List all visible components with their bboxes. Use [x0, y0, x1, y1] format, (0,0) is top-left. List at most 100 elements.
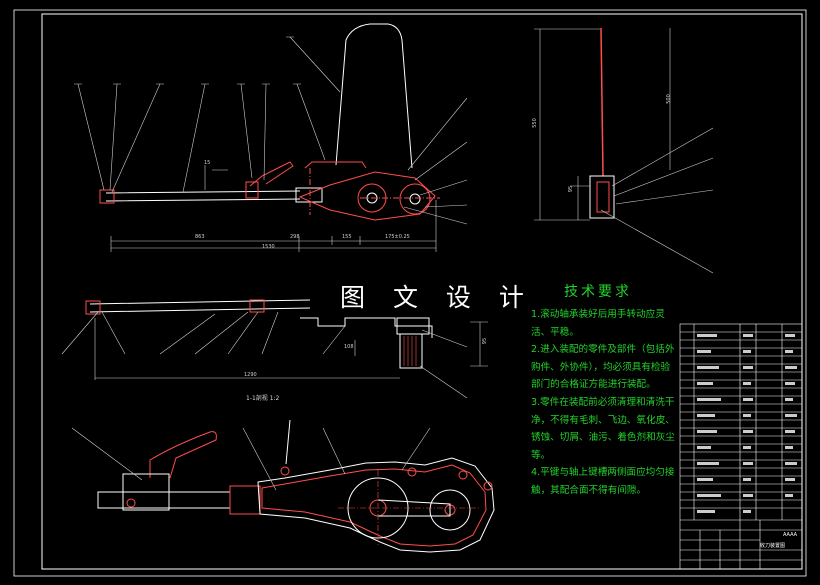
drawing-line [743, 478, 751, 481]
tech-requirement-item: 4.平键与轴上键槽两侧面应均匀接触，其配合面不得有间隙。 [531, 467, 675, 496]
dim-side-rod: 500 [665, 94, 672, 104]
top-motor-fins [403, 336, 417, 366]
drawing-line [743, 462, 753, 465]
drawing-line [785, 398, 793, 401]
drawing-line [697, 494, 721, 497]
dim-line-front [110, 200, 437, 252]
dim-top-overall: 1290 [244, 372, 257, 378]
title-block-drawing-name: 收刀装置图 [760, 543, 786, 549]
drawing-line [697, 478, 713, 481]
section-center-lines [338, 470, 480, 546]
clamp-handle [149, 431, 217, 479]
drawing-line [785, 462, 797, 465]
rod-guide-1 [245, 181, 259, 199]
dim-side-height: 550 [531, 118, 538, 128]
housing-inner [261, 464, 487, 547]
drawing-line [743, 334, 753, 337]
tech-requirement-item: 3.零件在装配前必须清理和清洗干净，不得有毛刺、飞边、氧化皮、锈蚀、切屑、油污、… [531, 396, 675, 461]
side-rod [600, 27, 604, 177]
drawing-line [785, 494, 793, 497]
title-block-lower [680, 520, 802, 569]
drawing-line [743, 366, 753, 369]
drawing-line [697, 446, 711, 449]
tech-requirement-item: 1.滚动轴承装好后用手转动应灵活、平稳。 [531, 309, 665, 338]
hand-lever [249, 161, 294, 187]
drawing-line [785, 366, 797, 369]
side-bearing-inner [596, 181, 610, 213]
drawing-line [743, 414, 751, 417]
drive-pulley [399, 183, 431, 215]
drawing-line [785, 414, 797, 417]
drawing-line [697, 510, 715, 513]
section-rod [97, 491, 231, 509]
section-leaders [71, 427, 431, 491]
rod-coupling [295, 187, 323, 203]
drawing-line [697, 414, 715, 417]
top-view [61, 299, 488, 399]
leaders-front [77, 36, 468, 225]
tech-requirement-item: 2.进入装配的零件及部件（包括外购件、外协件），均必须具有检验部门的合格证方能进… [531, 344, 675, 391]
wire-upright [285, 419, 291, 465]
tech-requirements-list: 1.滚动轴承装好后用手转动应灵活、平稳。 2.进入装配的零件及部件（包括外购件、… [531, 306, 677, 500]
drawing-line [743, 494, 753, 497]
watermark: 图 文 设 计 [340, 283, 534, 312]
dim-front-a: 863 [195, 234, 205, 240]
title-block [679, 323, 803, 570]
drawing-line [785, 446, 793, 449]
housing-bolt-4 [483, 481, 493, 491]
dim-front-c: 155 [342, 234, 352, 240]
leader-ticks-front [74, 36, 301, 85]
inner-border [41, 13, 803, 570]
dim-small-front [204, 165, 228, 190]
side-dims [534, 28, 671, 221]
title-block-part-name: AAAA [783, 532, 798, 538]
side-leaders [600, 127, 714, 274]
side-view [534, 27, 714, 274]
drawing-line [743, 430, 753, 433]
clamp-bolt [126, 498, 136, 508]
dim-front-overall: 1530 [262, 244, 275, 250]
drawing-line [743, 446, 751, 449]
crank-link [377, 499, 451, 517]
section-label: 1-1剖视 1:2 [246, 395, 280, 402]
top-rod-end [85, 300, 101, 315]
drawing-line [743, 510, 751, 513]
section-view [71, 419, 495, 553]
top-leaders [61, 311, 468, 399]
dim-front-b: 298 [290, 234, 300, 240]
drawing-line [697, 398, 721, 401]
drawing-line [697, 462, 719, 465]
drive-pulley-hub [409, 193, 421, 205]
bracket-top [304, 161, 367, 169]
top-motor [399, 333, 423, 369]
housing-bolt-1 [280, 466, 290, 476]
housing-bolt-3 [458, 470, 468, 480]
drive-disk [429, 489, 471, 531]
drawing-line [697, 334, 717, 337]
dim-top-height: 95 [482, 337, 489, 345]
tech-requirements-title: 技术要求 [564, 284, 632, 300]
top-bracket [300, 317, 433, 338]
drawing-line [785, 334, 795, 337]
drawing-line [785, 382, 795, 385]
housing-outline [257, 457, 495, 553]
guard-plate-outline [335, 23, 413, 169]
dim-front-e: 15 [204, 160, 211, 166]
rod-end-block [99, 189, 115, 204]
drawing-line [785, 430, 795, 433]
dim-side-width: 95 [568, 185, 575, 193]
front-view [74, 23, 468, 252]
drawing-line [743, 398, 753, 401]
top-rod [89, 299, 311, 313]
drawing-line [697, 430, 717, 433]
drawing-line [743, 382, 751, 385]
dim-top-small: 108 [344, 344, 354, 350]
title-block-rows [680, 331, 802, 521]
dim-front-d: 175±0.25 [385, 234, 410, 240]
pull-rod [105, 190, 301, 202]
title-block-fills [697, 334, 797, 513]
side-bearing-block [589, 175, 615, 219]
drawing-line [697, 350, 711, 353]
linkage-arm [298, 171, 436, 221]
